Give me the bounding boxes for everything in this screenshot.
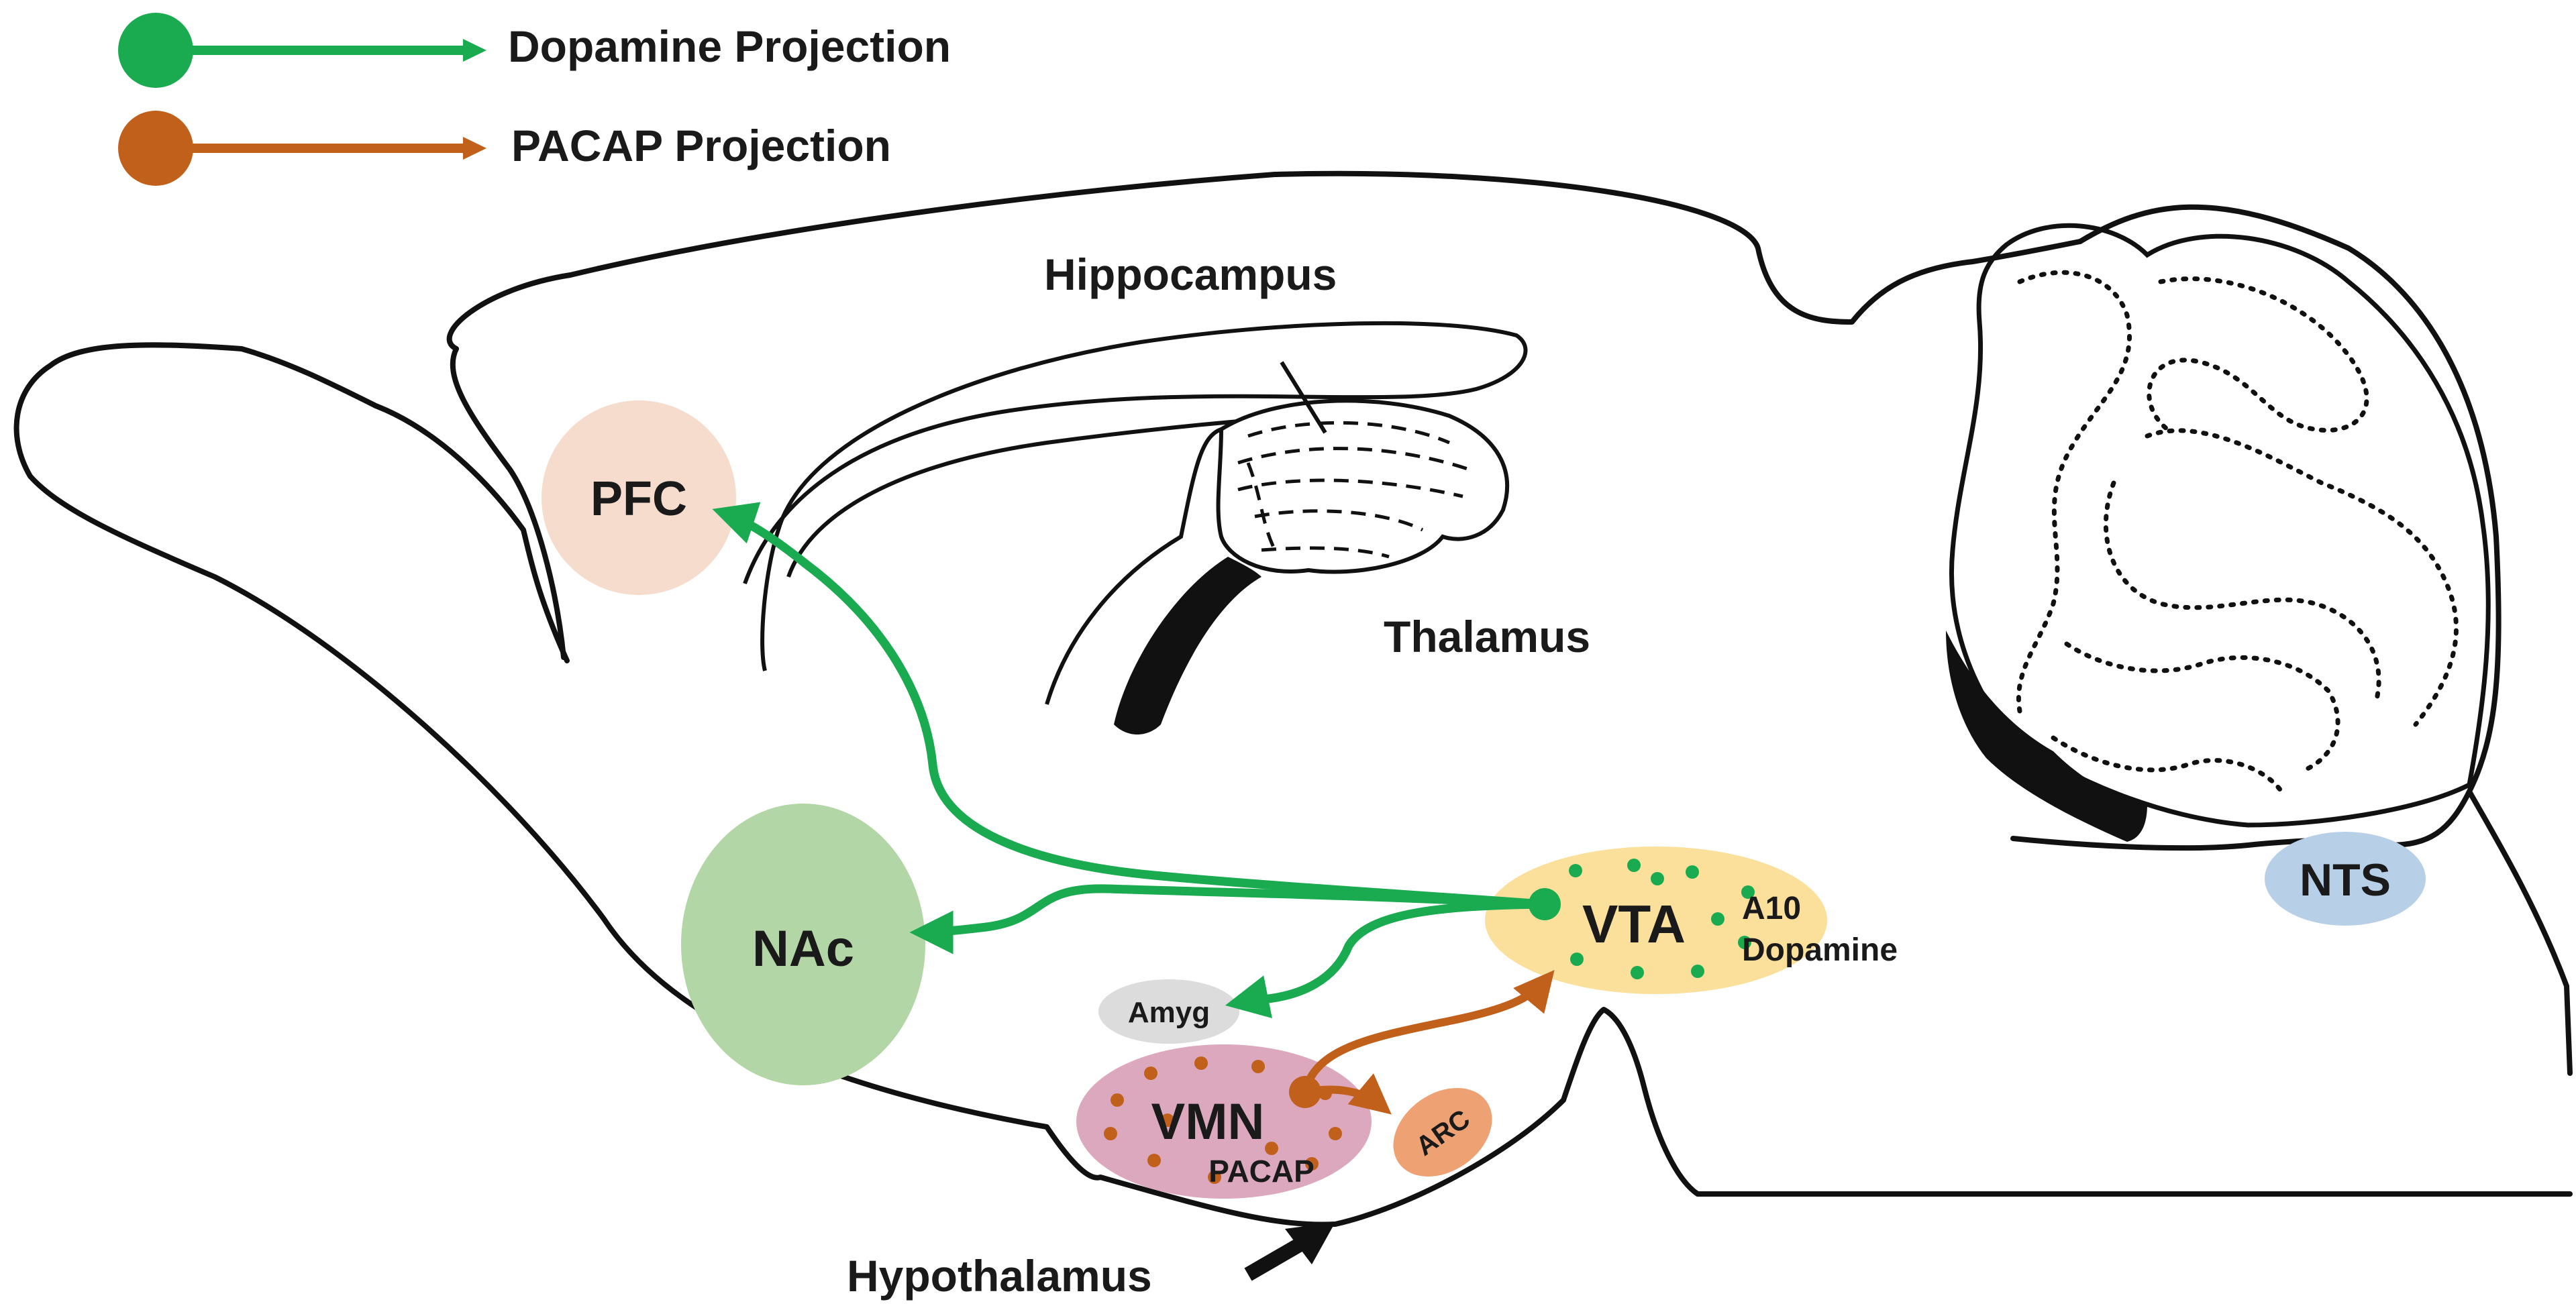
amyg-label: Amyg bbox=[1128, 996, 1210, 1029]
legend: Dopamine Projection PACAP Projection bbox=[118, 13, 951, 186]
pfc-circle bbox=[542, 400, 736, 595]
vmn-pacap-soma bbox=[1289, 1076, 1321, 1108]
arc-ellipse bbox=[1393, 1087, 1492, 1177]
vta-label: VTA bbox=[1582, 894, 1686, 954]
nts-nucleus: NTS bbox=[2265, 832, 2426, 926]
legend-pacap: PACAP Projection bbox=[118, 111, 891, 186]
vmn-label: VMN bbox=[1151, 1093, 1265, 1150]
nac-nucleus: NAc bbox=[681, 804, 925, 1085]
pacap-legend-arrowhead bbox=[463, 137, 486, 160]
vta-sublabel-dopamine: Dopamine bbox=[1742, 932, 1898, 968]
amyg-ellipse bbox=[1098, 979, 1239, 1044]
nts-ellipse bbox=[2265, 832, 2426, 926]
vmn-to-vta-projection bbox=[1301, 970, 1555, 1096]
arc-nucleus: ARC bbox=[1393, 1087, 1492, 1177]
nac-ellipse bbox=[681, 804, 925, 1085]
dopamine-projections bbox=[712, 502, 1561, 1018]
vta-to-pfc-projection bbox=[712, 502, 1548, 909]
vta-dopamine-soma bbox=[1529, 888, 1561, 920]
legend-dopamine: Dopamine Projection bbox=[118, 13, 951, 88]
legend-pacap-label: PACAP Projection bbox=[511, 121, 891, 170]
legend-dopamine-label: Dopamine Projection bbox=[508, 21, 951, 71]
nac-label: NAc bbox=[752, 920, 854, 977]
amyg-nucleus: Amyg bbox=[1098, 979, 1239, 1044]
hypothalamus-label: Hypothalamus bbox=[847, 1251, 1152, 1301]
vmn-sublabel: PACAP bbox=[1208, 1154, 1315, 1189]
dopamine-legend-arrowhead bbox=[463, 39, 486, 62]
pfc-nucleus: PFC bbox=[542, 400, 736, 595]
vta-to-amyg-projection bbox=[1225, 900, 1548, 1018]
vta-sublabel-a10: A10 bbox=[1742, 891, 1801, 926]
cerebellum bbox=[1946, 223, 2491, 842]
hippocampus-structure bbox=[743, 321, 1528, 734]
nts-label: NTS bbox=[2300, 855, 2391, 906]
hypothalamus-pointer-icon bbox=[1244, 1222, 1335, 1281]
pfc-label: PFC bbox=[590, 472, 687, 526]
hippocampus-label: Hippocampus bbox=[1044, 250, 1337, 299]
vta-nucleus: VTA A10 Dopamine bbox=[1485, 847, 1898, 994]
vmn-nucleus: VMN PACAP bbox=[1076, 1044, 1372, 1199]
thalamus-label: Thalamus bbox=[1384, 612, 1590, 661]
vta-to-nac-projection bbox=[909, 884, 1548, 955]
pacap-projections bbox=[1289, 970, 1555, 1115]
